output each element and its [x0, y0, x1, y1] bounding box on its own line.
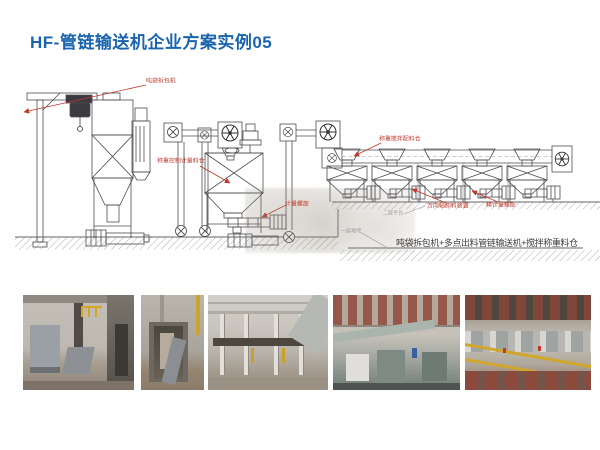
- photo-detail: [80, 306, 102, 317]
- floor-hatching: [15, 201, 600, 261]
- label-floor-lower: 一层地坪: [341, 229, 362, 235]
- drive-wheel-icon: [221, 124, 239, 142]
- diagram-caption: 吨袋拆包机+多点出料管链输送机+搅拌称重料仓: [396, 238, 578, 248]
- pipe-chain-loop-1: [163, 121, 243, 237]
- label-universal-discharge: 万向轴卸料装置: [427, 203, 469, 209]
- photo-detail: [345, 353, 369, 381]
- photo-detail: [251, 348, 255, 364]
- gantry-crane: [26, 92, 98, 248]
- photo-detail: [333, 383, 460, 390]
- pipe-chain-loop-2: [279, 120, 343, 230]
- photo-detail: [465, 331, 591, 352]
- bag-breaker-machine: [91, 92, 134, 238]
- photo-detail: [465, 371, 591, 390]
- photo-detail: [195, 295, 201, 335]
- photo-detail: [74, 302, 83, 371]
- photo-detail: [23, 381, 134, 390]
- photo-detail: [538, 346, 542, 352]
- label-fine-metering-screw: 精计量螺旋: [486, 202, 516, 208]
- overhead-conveyor-run: [342, 145, 573, 202]
- photo-detail: [465, 295, 591, 320]
- weigh-mix-silos: [326, 148, 561, 203]
- photo-bag-unpacker-workshop: [23, 295, 134, 390]
- metering-screw-machine: [227, 214, 295, 248]
- photo-detail: [115, 323, 129, 376]
- photo-detail: [377, 350, 406, 385]
- weigh-hopper: [204, 123, 264, 233]
- photo-detail: [502, 348, 506, 354]
- page-title: HF-管链输送机企业方案实例05: [30, 33, 273, 52]
- label-weigh-mix-silo: 称重搅拌配料仓: [379, 136, 421, 142]
- floor-leader-lines: [359, 205, 426, 248]
- photo-production-hall-rows: [465, 295, 591, 390]
- leader-lines: [23, 84, 499, 218]
- electric-hoist-icon: [69, 102, 91, 118]
- photo-detail: [62, 347, 95, 374]
- drive-wheel-icon: [319, 123, 337, 141]
- photo-detail: [23, 295, 134, 303]
- photo-doorway-elevator: [141, 295, 204, 390]
- discharge-screw: [85, 229, 150, 247]
- photo-detail: [212, 337, 324, 347]
- photo-detail: [208, 311, 328, 314]
- photo-detail: [208, 301, 328, 305]
- tail-wheel-icon: [554, 151, 570, 167]
- photo-detail: [333, 295, 460, 328]
- filter-unit: [131, 107, 151, 181]
- schematic-drawing: [15, 84, 600, 261]
- photo-plant-interior-platform: [208, 295, 328, 390]
- photo-tanks-and-mixers: [333, 295, 460, 390]
- photo-detail: [411, 348, 417, 358]
- photo-detail: [208, 376, 328, 390]
- photo-detail: [282, 348, 286, 364]
- label-floor-upper: 二层平台: [383, 211, 404, 217]
- photo-detail: [159, 295, 165, 322]
- photo-detail: [421, 352, 448, 381]
- label-weigh-hopper: 称重控制计量料仓: [157, 158, 205, 164]
- label-metering-screw: 计量螺旋: [285, 201, 309, 207]
- label-bag-breaker: 吨袋拆包机: [146, 78, 176, 84]
- photo-detail: [29, 325, 60, 374]
